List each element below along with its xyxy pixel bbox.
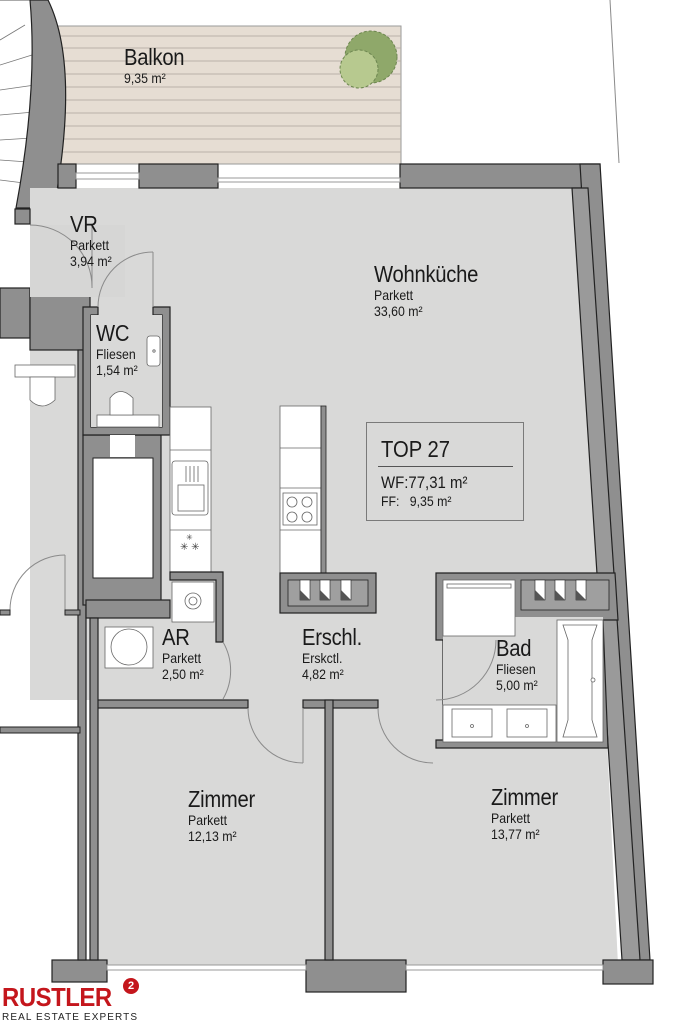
room-name: Wohnküche [374, 261, 479, 287]
door-arcs [9, 224, 497, 764]
logo-tagline: REAL ESTATE EXPERTS [2, 1012, 139, 1023]
sink-icon [146, 335, 161, 367]
wf-label: WF: [381, 473, 409, 492]
unit-summary-box: TOP 27 WF:77,31 m² FF: 9,35 m² [366, 422, 524, 521]
room-name: Zimmer [491, 784, 559, 810]
ff-label: FF: [381, 493, 400, 509]
room-name: AR [162, 624, 190, 650]
kitchen-counter-right [279, 405, 322, 574]
room-label-wohnkueche: Wohnküche Parkett 33,60 m² [374, 261, 492, 319]
svg-text:✳: ✳ [186, 533, 193, 542]
room-area: 12,13 m² [188, 828, 237, 844]
shaft-middle [279, 572, 377, 614]
room-name: Bad [496, 635, 532, 661]
room-label-erschl: Erschl. Erskctl. 4,82 m² [302, 624, 370, 682]
room-name: Zimmer [188, 786, 256, 812]
room-floor: Parkett [491, 810, 531, 826]
room-area: 5,00 m² [496, 677, 538, 693]
sink-icon [185, 466, 199, 482]
staircase [0, 0, 67, 210]
room-label-bad: Bad Fliesen 5,00 m² [496, 635, 543, 693]
room-area: 13,77 m² [491, 826, 540, 842]
room-name: Balkon [124, 44, 185, 70]
shaft-right [520, 579, 610, 611]
room-floor: Parkett [162, 650, 202, 666]
room-area: 4,82 m² [302, 666, 344, 682]
room-name: WC [96, 320, 130, 346]
room-area: 3,94 m² [70, 253, 112, 269]
room-floor: Erskctl. [302, 650, 343, 666]
ff-value: 9,35 m² [409, 493, 452, 509]
tree-icon [339, 30, 398, 89]
outdoor-area: FF: 9,35 m² [381, 493, 452, 509]
room-floor: Fliesen [96, 346, 136, 362]
room-label-balkon: Balkon 9,35 m² [124, 44, 193, 86]
room-label-wc: WC Fliesen 1,54 m² [96, 320, 143, 378]
room-floor: Fliesen [496, 661, 536, 677]
room-name: VR [70, 211, 98, 237]
room-area: 9,35 m² [124, 70, 166, 86]
balcony-area [57, 25, 402, 165]
room-name: Erschl. [302, 624, 363, 650]
brand-logo: RUSTLER 2 REAL ESTATE EXPERTS [2, 978, 139, 1023]
logo-superscript: 2 [123, 978, 139, 994]
room-floor: Parkett [374, 287, 414, 303]
room-area: 1,54 m² [96, 362, 138, 378]
toilet-icon [96, 391, 160, 428]
bathtub-icon [556, 619, 604, 743]
room-label-vr: VR Parkett 3,94 m² [70, 211, 117, 269]
room-label-zimmer-1: Zimmer Parkett 12,13 m² [188, 786, 264, 844]
room-area: 2,50 m² [162, 666, 204, 682]
wf-value: 77,31 m² [408, 473, 468, 492]
unit-title: TOP 27 [381, 436, 451, 462]
windows [75, 172, 604, 971]
bathroom-fixtures [442, 579, 604, 743]
washing-machine-icon [104, 626, 154, 669]
logo-name: RUSTLER [2, 982, 112, 1012]
divider [378, 466, 513, 467]
room-floor: Parkett [70, 237, 110, 253]
room-area: 33,60 m² [374, 303, 423, 319]
kitchen-counter-left: ✳ ✳ ✳ [169, 406, 212, 573]
room-label-ar: AR Parkett 2,50 m² [162, 624, 209, 682]
boiler-icon [171, 581, 215, 623]
stove-icon [286, 496, 313, 523]
room-label-zimmer-2: Zimmer Parkett 13,77 m² [491, 784, 567, 842]
freezer-icon: ✳ ✳ [180, 542, 200, 553]
room-floor: Parkett [188, 812, 228, 828]
living-area: WF:77,31 m² [381, 473, 467, 493]
